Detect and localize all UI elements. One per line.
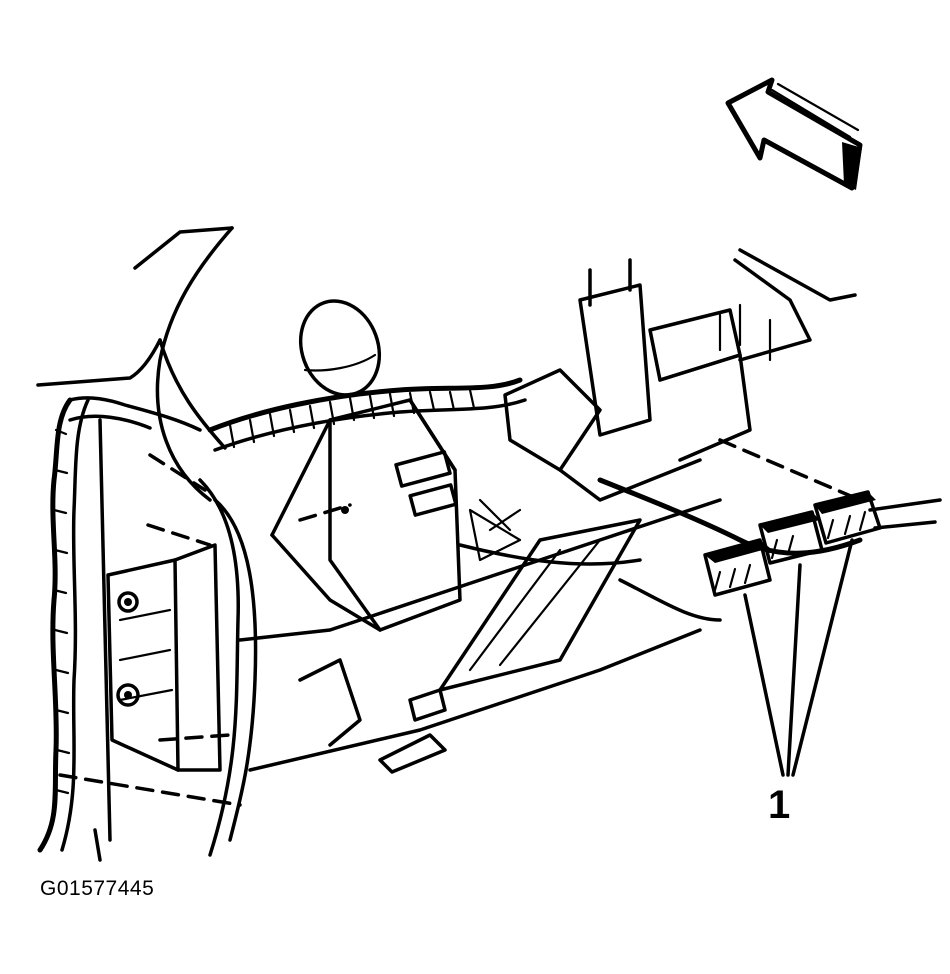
module-connectors bbox=[703, 490, 882, 597]
connector-3 bbox=[813, 490, 882, 545]
callout-1-leaders bbox=[743, 538, 854, 777]
figure-code: G01577445 bbox=[40, 877, 155, 900]
forward-arrow-icon bbox=[725, 77, 863, 191]
mirror bbox=[298, 299, 382, 397]
center-stack bbox=[270, 398, 462, 632]
lower-dash-panel bbox=[238, 498, 722, 774]
side-trim-panel bbox=[58, 453, 258, 857]
connector-2 bbox=[758, 510, 824, 565]
callout-1-label: 1 bbox=[768, 783, 790, 827]
door-seal-harness bbox=[37, 396, 202, 862]
connector-1 bbox=[703, 538, 772, 597]
ip-wiring-harness bbox=[207, 377, 527, 452]
a-pillar bbox=[36, 226, 234, 502]
hvac-ducts bbox=[503, 248, 857, 502]
